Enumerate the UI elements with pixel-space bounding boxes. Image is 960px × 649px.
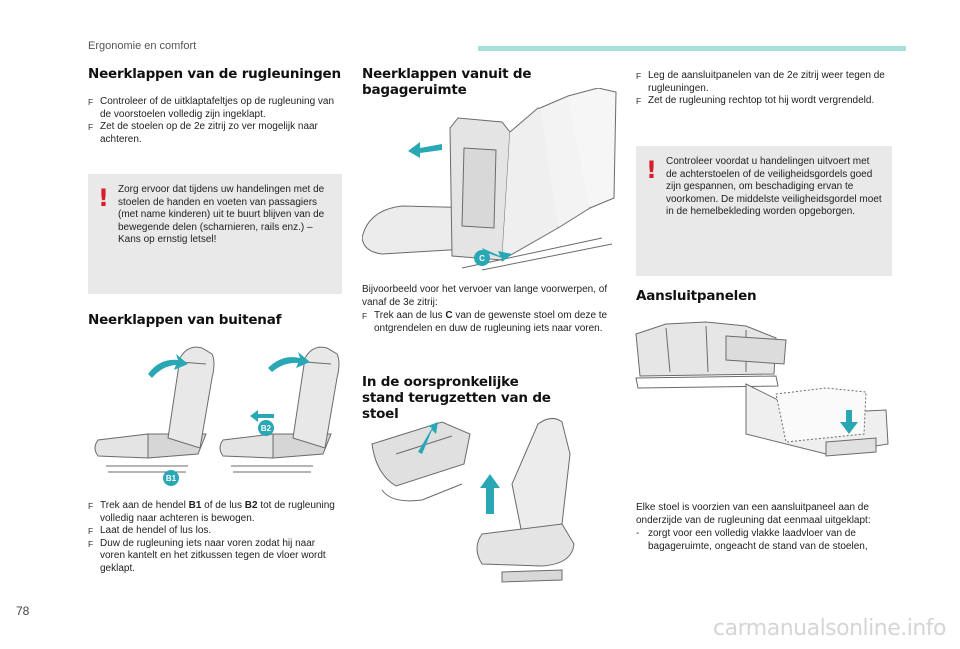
header-accent-bar <box>478 46 906 51</box>
badge-b1: B1 <box>166 474 177 483</box>
watermark: carmanualsonline.info <box>713 616 946 641</box>
step-item: Zet de rugleuning rechtop tot hij wordt … <box>636 95 892 108</box>
warning-icon: ! <box>98 184 109 212</box>
steps-restore: Leg de aansluitpanelen van de 2e zitrij … <box>636 70 892 108</box>
steps-fold-outside: Trek aan de hendel B1 of de lus B2 tot d… <box>88 500 342 575</box>
list-panel-benefits: zorgt voor een volledig vlakke laadvloer… <box>636 528 892 553</box>
step-item: Laat de hendel of lus los. <box>88 525 342 538</box>
illustration-connection-panels <box>626 314 894 474</box>
list-item: zorgt voor een volledig vlakke laadvloer… <box>636 528 892 553</box>
page-number: 78 <box>16 604 30 618</box>
warning-text: Zorg ervoor dat tijdens uw handelingen m… <box>118 184 325 245</box>
section-header: Ergonomie en comfort <box>88 40 197 52</box>
warning-box-hands: ! Zorg ervoor dat tijdens uw handelingen… <box>88 174 342 294</box>
heading-fold-from-boot: Neerklappen vanuit de bagageruimte <box>362 66 532 98</box>
text-boot-intro: Bijvoorbeeld voor het vervoer van lange … <box>362 284 608 308</box>
step-item: Controleer of de uitklaptafeltjes op de … <box>88 96 342 121</box>
illustration-boot-fold: C <box>362 88 618 273</box>
heading-restore-seat: In de oorspronkelijke stand terugzetten … <box>362 374 551 422</box>
heading-connection-panels: Aansluitpanelen <box>636 288 757 304</box>
illustration-restore-seat <box>362 414 618 589</box>
steps-fold-backrests: Controleer of de uitklaptafeltjes op de … <box>88 96 342 146</box>
warning-box-belts: ! Controleer voordat u handelingen uitvo… <box>636 146 892 276</box>
text-panels-intro: Elke stoel is voorzien van een aansluitp… <box>636 502 871 526</box>
heading-fold-outside: Neerklappen van buitenaf <box>88 312 282 328</box>
illustration-seats-outside: B1 B2 <box>88 338 342 488</box>
warning-text: Controleer voordat u handelingen uitvoer… <box>666 156 882 217</box>
step-item: Zet de stoelen op de 2e zitrij zo ver mo… <box>88 121 342 146</box>
badge-c: C <box>479 254 485 263</box>
step-item: Trek aan de lus C van de gewenste stoel … <box>362 310 618 335</box>
badge-b2: B2 <box>261 424 272 433</box>
step-item: Duw de rugleuning iets naar voren zodat … <box>88 538 342 576</box>
warning-icon: ! <box>646 156 657 184</box>
heading-fold-backrests: Neerklappen van de rugleuningen <box>88 66 341 82</box>
step-item: Leg de aansluitpanelen van de 2e zitrij … <box>636 70 892 95</box>
steps-boot: Trek aan de lus C van de gewenste stoel … <box>362 310 618 335</box>
column-left: Neerklappen van de rugleuningen Controle… <box>88 66 342 146</box>
step-item: Trek aan de hendel B1 of de lus B2 tot d… <box>88 500 342 525</box>
